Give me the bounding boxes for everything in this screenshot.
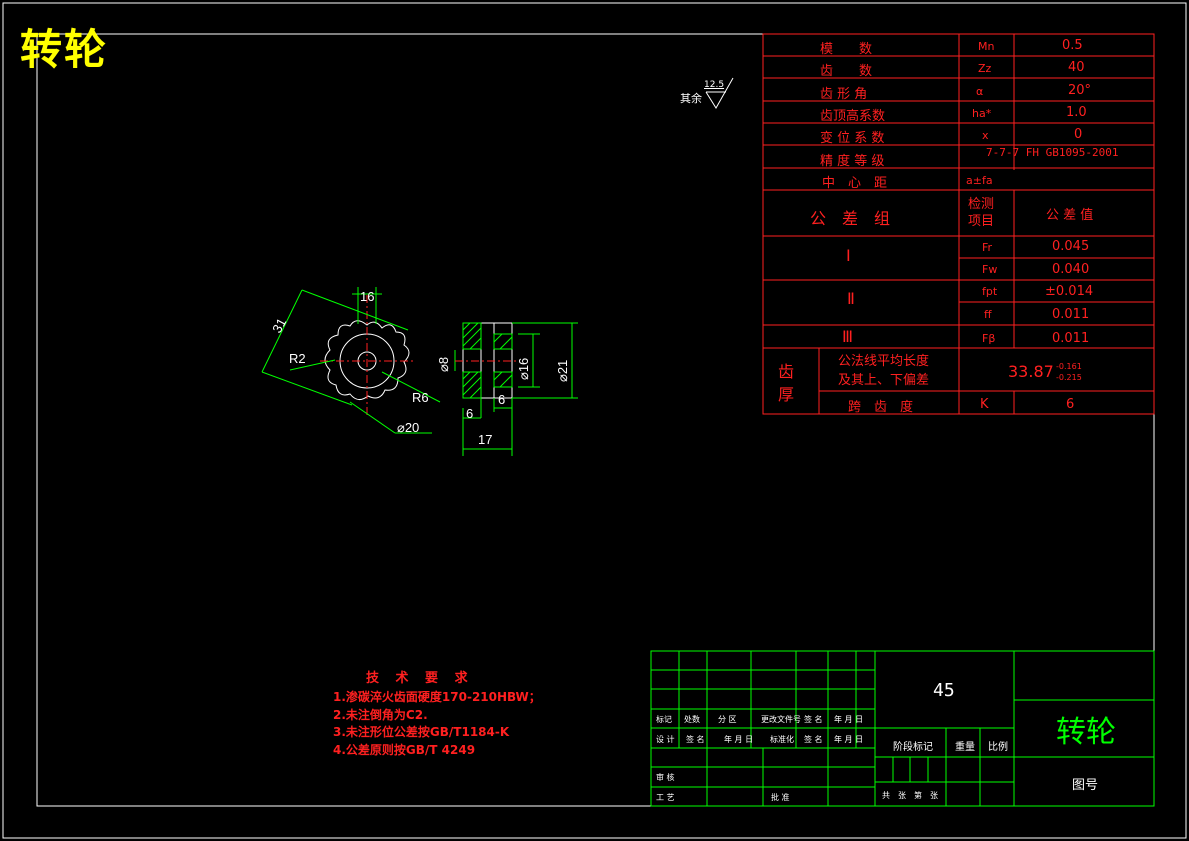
param-shift-value: 0 — [1074, 127, 1083, 142]
tb-label-review: 审 核 — [656, 773, 675, 782]
span-value: 6 — [1066, 397, 1075, 412]
front-view-dims — [261, 287, 441, 434]
title-block-material: 45 — [933, 680, 955, 701]
tech-req-title: 技 术 要 求 — [366, 671, 474, 686]
param-module-symbol: Mn — [978, 40, 995, 53]
tb-label-scale: 比例 — [988, 742, 1008, 753]
tb-label-count: 处数 — [684, 715, 700, 724]
tb-label-mark: 标记 — [656, 715, 672, 724]
tb-label-weight: 重量 — [955, 742, 975, 753]
parameter-table — [762, 33, 1155, 415]
tech-req-item: 4.公差原则按GB/T 4249 — [333, 743, 476, 757]
tb-label-sheet: 共 张 第 张 — [882, 791, 938, 800]
tb-label-process: 工 艺 — [656, 793, 675, 802]
dim-radius-r2: R2 — [289, 351, 306, 366]
param-shift-symbol: x — [982, 129, 989, 142]
thickness-label-2: 厚 — [778, 385, 795, 404]
param-addendum-value: 1.0 — [1066, 105, 1087, 120]
group1-label: Ⅰ — [846, 246, 851, 265]
dim-width-17: 17 — [478, 432, 493, 447]
tb-label-sign-b: 签 名 — [686, 735, 705, 744]
tb-label-date-a: 年 月 日 — [834, 715, 864, 724]
gear-side-section — [454, 322, 578, 456]
corner-title: 转轮 — [20, 25, 109, 74]
inner-border — [36, 33, 1155, 807]
dim-width-6a: 6 — [466, 406, 474, 421]
dim-diameter-21: ⌀21 — [555, 359, 570, 382]
param-accuracy-label: 精 度 等 级 — [820, 154, 885, 169]
tb-label-date-b: 年 月 日 — [724, 735, 754, 744]
param-angle-value: 20° — [1068, 83, 1092, 98]
param-teeth-label: 齿 数 — [820, 64, 873, 79]
param-module-value: 0.5 — [1062, 38, 1083, 53]
param-addendum-symbol: ha* — [972, 107, 992, 120]
tol-value-label: 公 差 值 — [1046, 208, 1094, 223]
param-center-symbol: a±fa — [966, 174, 993, 187]
normal-length-label-1: 公法线平均长度 — [838, 354, 930, 369]
tb-label-zone: 分 区 — [718, 715, 737, 724]
param-shift-label: 变 位 系 数 — [820, 131, 885, 146]
param-angle-symbol: α — [976, 85, 984, 98]
group2-value-2: 0.011 — [1052, 307, 1090, 322]
group2-symbol-1: fpt — [982, 285, 998, 298]
group1-value-1: 0.045 — [1052, 239, 1090, 254]
param-center-label: 中 心 距 — [822, 176, 888, 191]
group1-value-2: 0.040 — [1052, 262, 1090, 277]
tb-label-date-c: 年 月 日 — [834, 735, 864, 744]
section-hatch — [462, 322, 513, 399]
tb-label-approve: 批 准 — [771, 793, 790, 802]
group3-symbol-1: Fβ — [982, 332, 996, 345]
tb-label-standard: 标准化 — [770, 735, 794, 744]
param-accuracy-value: 7-7-7 FH GB1095-2001 — [986, 146, 1119, 159]
title-block-grid — [650, 650, 1155, 807]
param-module-label: 模 数 — [820, 42, 873, 57]
group2-label: Ⅱ — [847, 289, 855, 308]
tb-label-sign-c: 签 名 — [804, 735, 823, 744]
param-teeth-value: 40 — [1068, 60, 1085, 75]
tb-label-change-doc: 更改文件号 — [761, 715, 801, 724]
dim-width-6b: 6 — [498, 392, 506, 407]
roughness-prefix: 其余 — [680, 92, 702, 105]
param-angle-label: 齿 形 角 — [820, 87, 868, 102]
tb-label-design: 设 计 — [656, 735, 675, 744]
tb-label-sign-a: 签 名 — [804, 715, 823, 724]
param-addendum-label: 齿顶高系数 — [820, 109, 886, 124]
tech-req-item: 1.渗碳淬火齿面硬度170-210HBW； — [333, 690, 541, 704]
dim-radius-r6: R6 — [412, 390, 429, 405]
normal-length-lower-dev: -0.215 — [1056, 373, 1082, 382]
tb-label-stage: 阶段标记 — [893, 742, 933, 753]
normal-length-upper-dev: -0.161 — [1056, 362, 1082, 371]
thickness-label-1: 齿 — [778, 362, 795, 381]
group2-symbol-2: ff — [984, 308, 992, 321]
gear-outline — [324, 320, 410, 400]
normal-length-label-2: 及其上、下偏差 — [838, 373, 930, 388]
group3-label: Ⅲ — [842, 327, 854, 346]
title-block-part-name: 转轮 — [1056, 715, 1116, 750]
group1-symbol-1: Fr — [982, 241, 993, 254]
span-symbol: K — [980, 397, 989, 412]
gear-centerlines — [320, 295, 414, 418]
title-block-drawing-no: 图号 — [1072, 778, 1099, 793]
tol-group-label: 公 差 组 — [810, 209, 891, 228]
tech-req-item: 2.未注倒角为C2. — [333, 708, 428, 722]
dim-diameter-16: ⌀16 — [516, 357, 531, 380]
normal-length-value: 33.87 — [1008, 362, 1054, 381]
group1-symbol-2: Fw — [982, 263, 998, 276]
span-label: 跨 齿 度 — [848, 400, 914, 415]
dim-diameter-20: ⌀20 — [397, 420, 420, 435]
roughness-value: 12.5 — [704, 80, 725, 90]
group2-value-1: ±0.014 — [1045, 284, 1094, 299]
roughness-symbol — [705, 77, 734, 109]
tol-item-label: 检测 项目 — [968, 197, 995, 229]
group3-value-1: 0.011 — [1052, 331, 1090, 346]
dim-diameter-8: ⌀8 — [436, 356, 451, 372]
dim-width-16: 16 — [360, 289, 375, 304]
tech-req-item: 3.未注形位公差按GB/T1184-K — [333, 725, 510, 739]
param-teeth-symbol: Zz — [978, 62, 992, 75]
